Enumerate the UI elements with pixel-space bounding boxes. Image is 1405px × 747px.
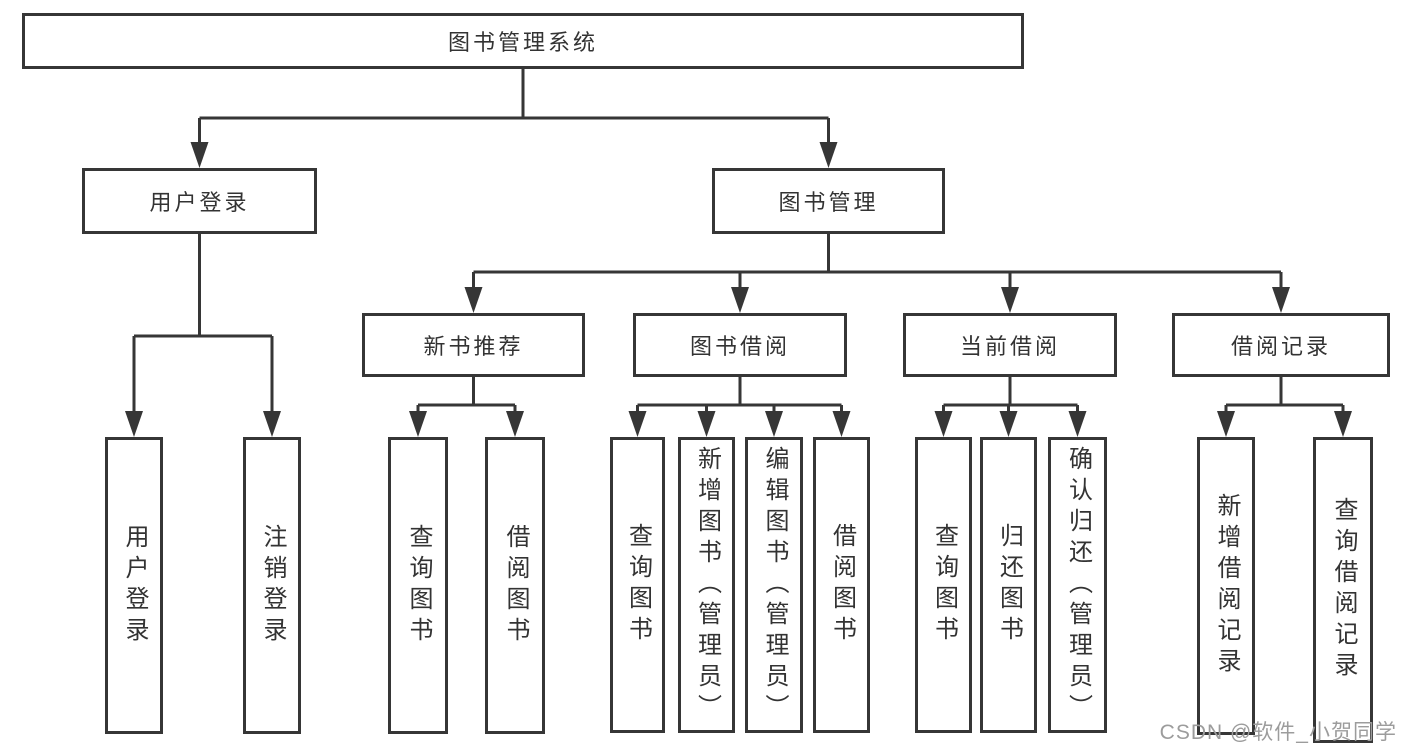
node-label: 图书管理: [778, 190, 879, 215]
leaf-edit-books-admin: 编辑图书（管理员）: [745, 437, 803, 733]
connector-root-to-level2: [190, 69, 838, 168]
connector-user-login-children: [125, 234, 281, 437]
node-label: 借阅图书: [502, 523, 529, 648]
arrow-down: [125, 411, 143, 437]
csdn-watermark: CSDN @软件_小贺同学: [1159, 721, 1397, 744]
connector-new-book-recommend-children: [409, 377, 524, 437]
arrow-down: [464, 287, 483, 313]
node-label: 图书借阅: [689, 334, 790, 359]
arrow-down: [263, 411, 281, 437]
arrow-down: [697, 411, 716, 437]
node-label: 查询图书: [930, 523, 958, 647]
node-label: 查询图书: [624, 523, 652, 647]
node-user-login: 用户登录: [82, 168, 317, 234]
arrow-down: [1272, 287, 1290, 313]
leaf-query-books-borrowing: 查询图书: [610, 437, 665, 733]
arrow-down: [1217, 411, 1235, 437]
arrow-down: [628, 411, 647, 437]
node-borrowing-records: 借阅记录: [1172, 313, 1390, 377]
node-label: 编辑图书（管理员）: [761, 445, 788, 725]
arrow-down: [1001, 287, 1019, 313]
node-label: 归还图书: [995, 523, 1023, 647]
arrow-down: [731, 287, 749, 313]
node-label: 查询图书: [405, 523, 432, 648]
arrow-down: [934, 411, 953, 437]
leaf-query-books-recommend: 查询图书: [388, 437, 448, 734]
node-book-borrowing: 图书借阅: [633, 313, 847, 377]
leaf-return-books: 归还图书: [980, 437, 1037, 733]
leaf-borrow-books-borrowing: 借阅图书: [813, 437, 870, 733]
leaf-add-borrow-record: 新增借阅记录: [1197, 437, 1255, 735]
arrow-down: [765, 411, 783, 437]
arrow-down: [819, 142, 838, 168]
arrow-down: [832, 411, 851, 437]
node-current-borrowing: 当前借阅: [903, 313, 1117, 377]
node-library-management-system: 图书管理系统: [22, 13, 1024, 69]
arrow-down: [1334, 411, 1352, 437]
node-label: 借阅图书: [828, 523, 856, 647]
node-label: 新增借阅记录: [1213, 493, 1240, 679]
leaf-borrow-books-recommend: 借阅图书: [485, 437, 545, 734]
node-label: 注销登录: [259, 523, 286, 648]
leaf-user-login-action: 用户登录: [105, 437, 163, 734]
node-label: 借阅记录: [1230, 334, 1331, 359]
node-label: 查询借阅记录: [1330, 497, 1357, 683]
node-book-management: 图书管理: [712, 168, 945, 234]
node-label: 当前借阅: [959, 334, 1060, 359]
leaf-query-borrow-record: 查询借阅记录: [1313, 437, 1373, 743]
leaf-logout-action: 注销登录: [243, 437, 301, 734]
node-label: 新增图书（管理员）: [693, 445, 721, 725]
leaf-add-books-admin: 新增图书（管理员）: [678, 437, 735, 733]
connector-book-borrowing-children: [628, 377, 851, 437]
arrow-down: [999, 411, 1018, 437]
leaf-confirm-return-admin: 确认归还（管理员）: [1048, 437, 1107, 733]
node-label: 图书管理系统: [447, 30, 598, 55]
connector-borrowing-records-children: [1217, 377, 1352, 437]
connector-current-borrowing-children: [934, 377, 1087, 437]
leaf-query-books-current: 查询图书: [915, 437, 972, 733]
arrow-down: [506, 411, 524, 437]
node-label: 确认归还（管理员）: [1064, 445, 1092, 725]
connector-book-management-children: [464, 234, 1290, 313]
node-label: 新书推荐: [423, 334, 524, 359]
node-new-book-recommend: 新书推荐: [362, 313, 585, 377]
node-label: 用户登录: [121, 523, 148, 648]
node-label: 用户登录: [149, 190, 250, 215]
arrow-down: [190, 142, 209, 168]
arrow-down: [409, 411, 427, 437]
arrow-down: [1068, 411, 1087, 437]
